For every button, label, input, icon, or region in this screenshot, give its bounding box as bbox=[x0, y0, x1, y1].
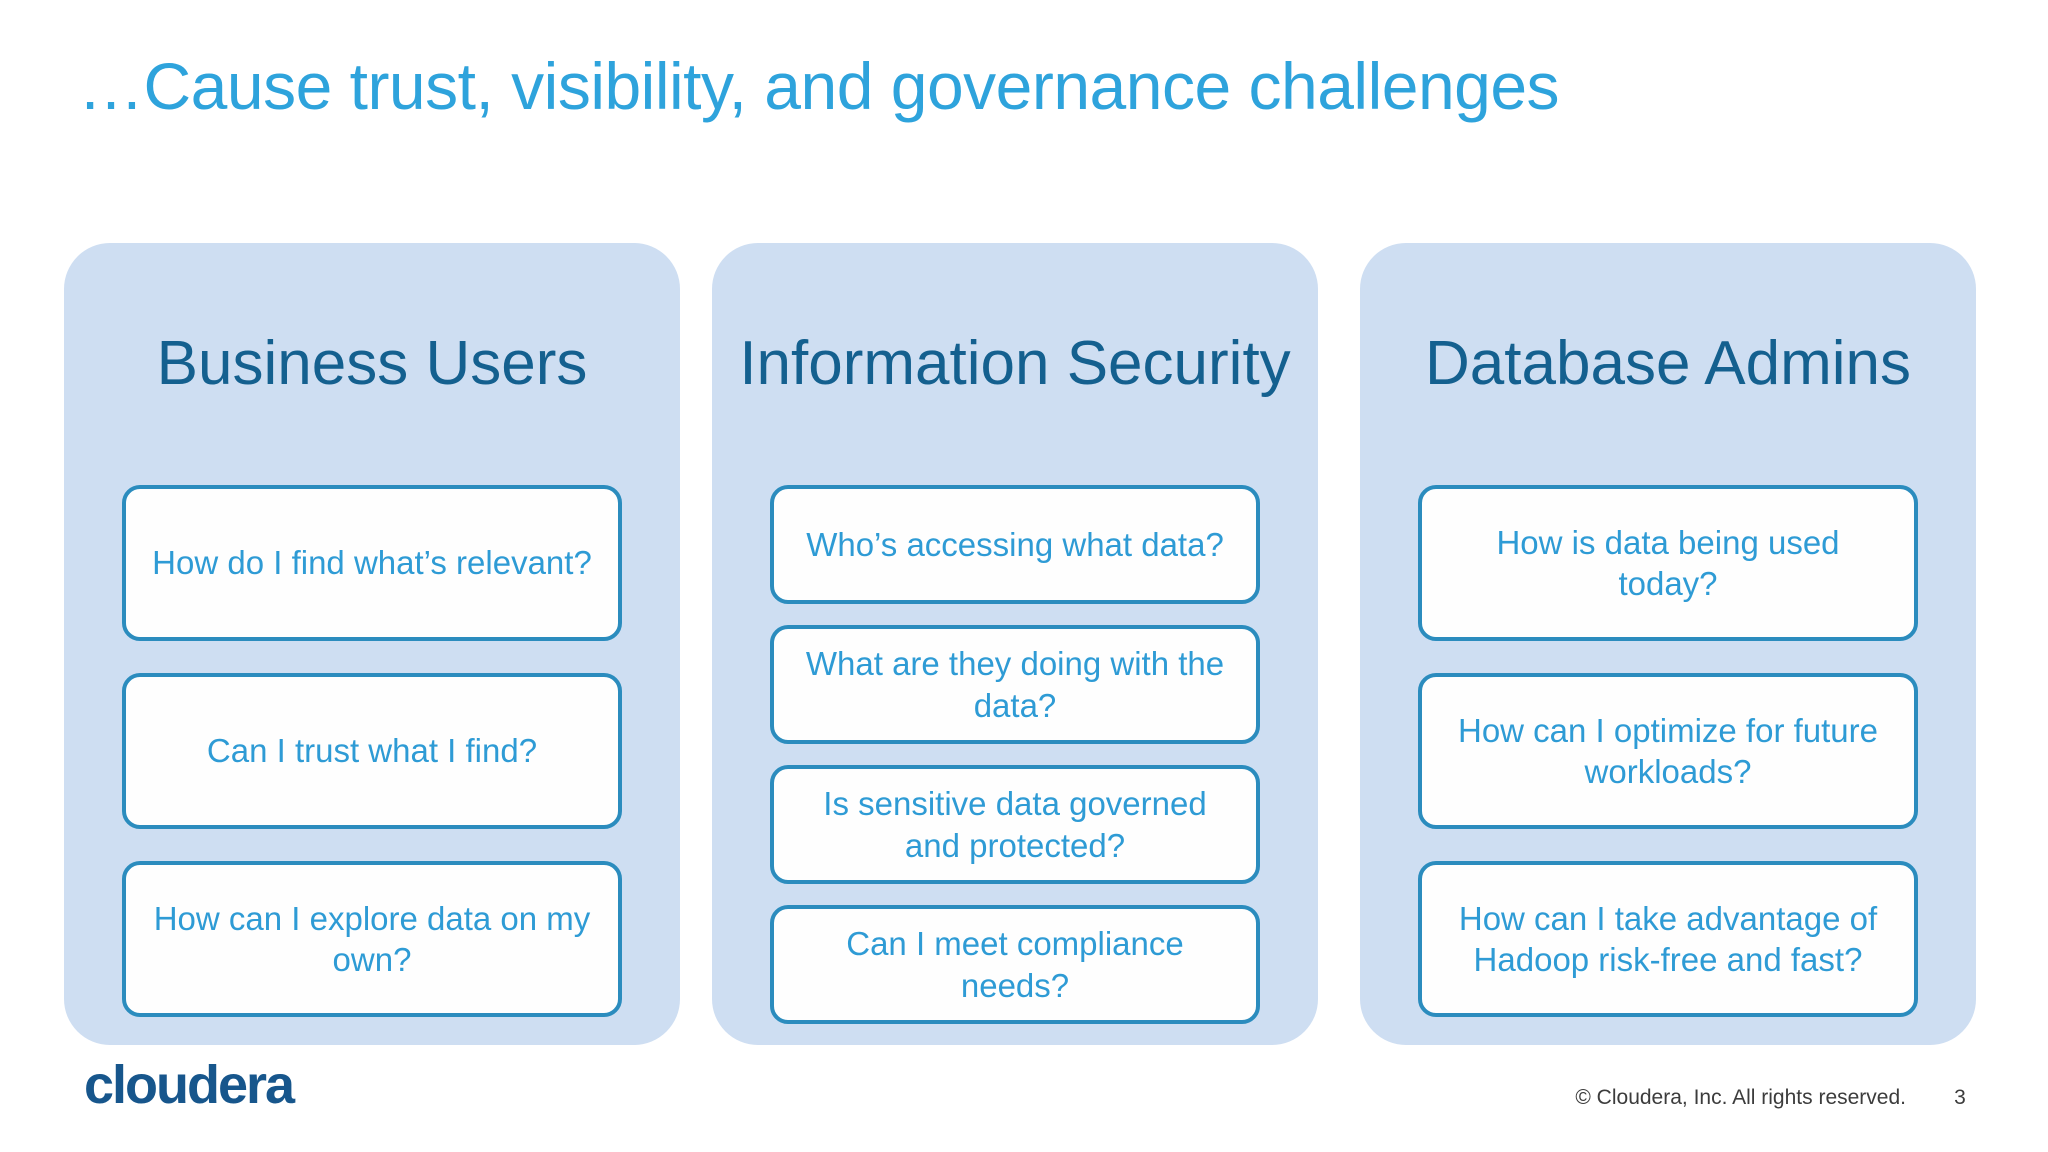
question-text: Can I trust what I find? bbox=[206, 732, 538, 770]
question-box: How can I optimize for future workloads? bbox=[1418, 673, 1918, 829]
slide-title: …Cause trust, visibility, and governance… bbox=[78, 49, 1560, 123]
question-text: How is data being used today? bbox=[1496, 523, 1840, 602]
question-text: How can I explore data on my own? bbox=[153, 899, 591, 978]
question-box: How do I find what’s relevant? bbox=[122, 485, 622, 641]
question-text: Can I meet compliance needs? bbox=[846, 925, 1184, 1004]
question-box: What are they doing with the data? bbox=[770, 625, 1260, 744]
question-text: How do I find what’s relevant? bbox=[152, 544, 592, 582]
question-box-list: Who’s accessing what data? What are they … bbox=[770, 485, 1260, 1024]
page-number: 3 bbox=[1954, 1086, 1966, 1109]
panel-title: Business Users bbox=[156, 329, 588, 399]
question-text: How can I take advantage of Hadoop risk-… bbox=[1458, 899, 1878, 978]
question-box: How is data being used today? bbox=[1418, 485, 1918, 641]
question-box: Who’s accessing what data? bbox=[770, 485, 1260, 604]
question-box: How can I take advantage of Hadoop risk-… bbox=[1418, 861, 1918, 1017]
question-box-list: How do I find what’s relevant? Can I trus… bbox=[122, 485, 622, 1017]
question-box: Can I meet compliance needs? bbox=[770, 905, 1260, 1024]
question-text: How can I optimize for future workloads? bbox=[1457, 711, 1878, 790]
question-box: How can I explore data on my own? bbox=[122, 861, 622, 1017]
copyright-text: © Cloudera, Inc. All rights reserved. bbox=[1575, 1086, 1906, 1109]
question-text: Is sensitive data governed and protected… bbox=[823, 785, 1207, 864]
panel-title: Information Security bbox=[739, 329, 1291, 399]
question-box-list: How is data being used today? How can I o… bbox=[1418, 485, 1918, 1017]
question-box: Is sensitive data governed and protected… bbox=[770, 765, 1260, 884]
question-text: Who’s accessing what data? bbox=[806, 525, 1224, 563]
cloudera-logo: cloudera bbox=[84, 1055, 295, 1115]
question-box: Can I trust what I find? bbox=[122, 673, 622, 829]
panel-title: Database Admins bbox=[1425, 329, 1911, 399]
question-text: What are they doing with the data? bbox=[805, 645, 1225, 724]
